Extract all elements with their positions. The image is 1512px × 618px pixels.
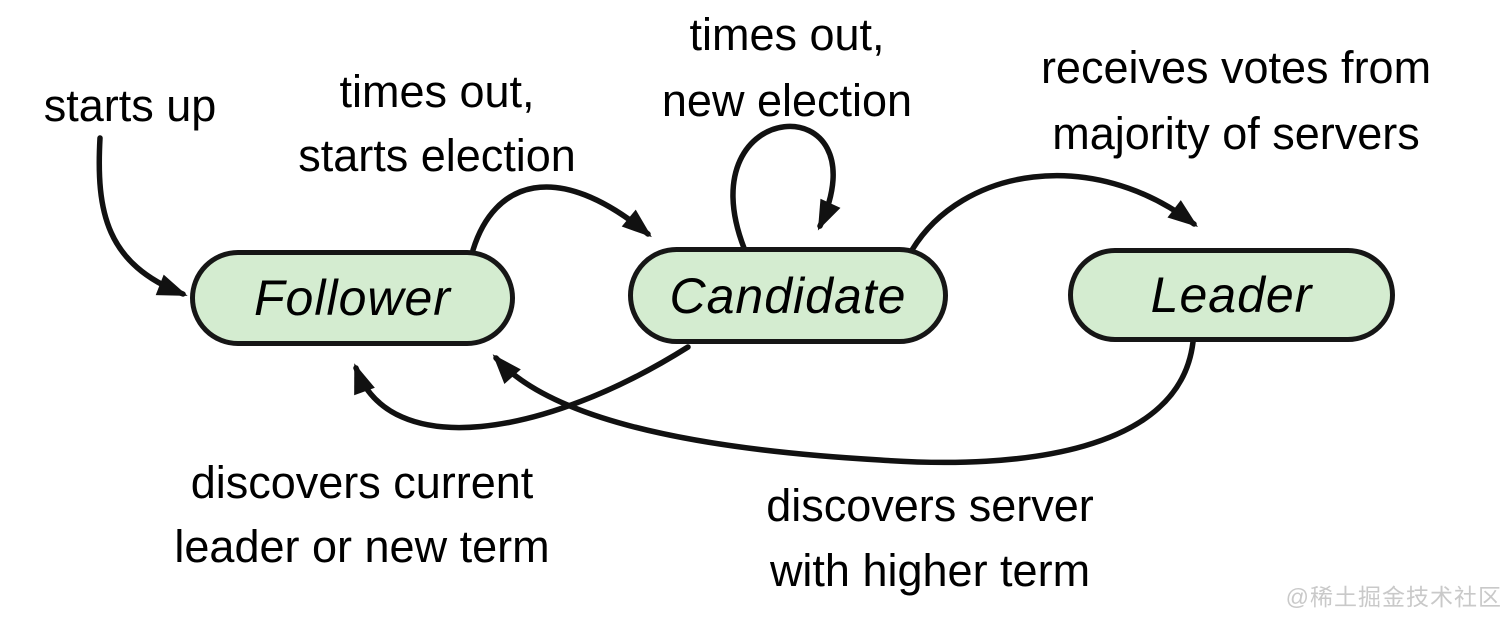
edge-follower-to-candidate xyxy=(470,184,652,253)
watermark: @稀土掘金技术社区 xyxy=(1285,584,1502,610)
transition-label-candidate-to-follower: discovers current leader or new term xyxy=(122,451,602,579)
edge-candidate-self-loop xyxy=(730,123,841,251)
transition-label-line: discovers server xyxy=(766,480,1094,531)
transition-label-line: times out, xyxy=(689,9,885,60)
edge-leader-to-follower xyxy=(492,339,1196,466)
transition-label-leader-to-follower: discovers server with higher term xyxy=(690,473,1170,603)
edge-candidate-to-follower xyxy=(353,344,691,431)
transition-label-line: new election xyxy=(661,75,913,126)
transition-label-line: discovers current xyxy=(190,457,534,508)
transition-label-starts-up: starts up xyxy=(10,74,250,138)
transition-label-candidate-self-loop: times out, new election xyxy=(612,2,962,134)
edge-candidate-to-leader xyxy=(909,172,1198,253)
transition-label-line: leader or new term xyxy=(174,521,550,572)
state-follower: Follower xyxy=(190,250,515,346)
state-leader: Leader xyxy=(1068,248,1395,342)
transition-label-line: majority of servers xyxy=(1052,108,1420,159)
transition-label-line: starts up xyxy=(43,80,217,131)
transition-label-line: with higher term xyxy=(769,545,1091,596)
transition-label-line: times out, xyxy=(339,66,535,117)
transition-label-line: starts election xyxy=(298,130,576,181)
state-candidate: Candidate xyxy=(628,247,948,344)
edge-starts-up-to-follower xyxy=(96,135,188,297)
transition-label-line: receives votes from xyxy=(1040,42,1432,93)
transition-label-candidate-to-leader: receives votes from majority of servers xyxy=(996,35,1476,167)
transition-label-follower-to-candidate: times out, starts election xyxy=(262,60,612,188)
